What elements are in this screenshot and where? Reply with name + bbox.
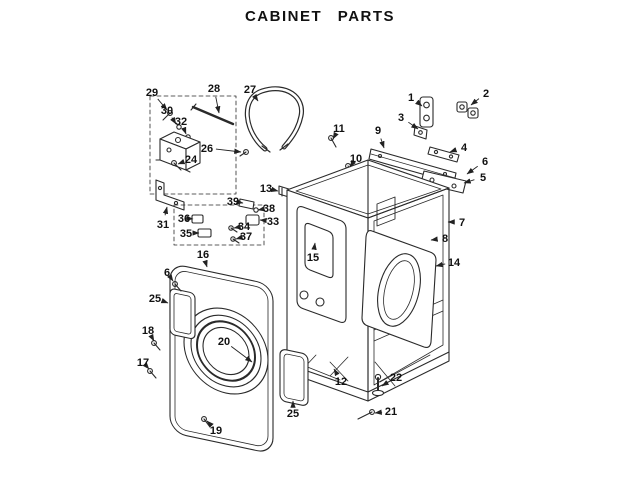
callout-leader-4 bbox=[449, 147, 458, 153]
callout-37: 37 bbox=[240, 231, 252, 243]
callout-leader-22 bbox=[381, 380, 390, 387]
foot-bracket bbox=[155, 179, 185, 211]
callout-leader-9 bbox=[379, 138, 385, 149]
callout-leader-6 bbox=[167, 273, 174, 282]
callout-15: 15 bbox=[307, 252, 319, 264]
hose-loop bbox=[239, 86, 304, 157]
callout-28: 28 bbox=[208, 83, 220, 95]
callout-9: 9 bbox=[375, 125, 381, 137]
callout-30: 30 bbox=[161, 105, 173, 117]
callout-25: 25 bbox=[149, 293, 161, 305]
callout-11: 11 bbox=[333, 123, 345, 135]
callout-leader-10 bbox=[349, 159, 356, 168]
callout-leader-30 bbox=[170, 116, 177, 125]
callout-36: 36 bbox=[178, 213, 190, 225]
callout-1: 1 bbox=[408, 92, 414, 104]
callout-leader-12 bbox=[333, 368, 340, 377]
callout-6: 6 bbox=[482, 156, 488, 168]
callout-leader-21 bbox=[374, 409, 383, 415]
callout-31: 31 bbox=[157, 219, 169, 231]
callout-leader-24 bbox=[177, 159, 186, 165]
callout-leader-2 bbox=[470, 98, 480, 106]
callout-14: 14 bbox=[448, 257, 461, 269]
callout-leader-3 bbox=[408, 121, 419, 130]
callout-16: 16 bbox=[197, 249, 209, 261]
callout-leader-1 bbox=[415, 99, 423, 107]
callout-leader-26 bbox=[215, 148, 242, 154]
callout-leader-27 bbox=[252, 93, 259, 102]
door-assembly bbox=[183, 307, 269, 395]
callout-leader-5 bbox=[463, 178, 475, 184]
callout-35: 35 bbox=[180, 228, 192, 240]
callout-2: 2 bbox=[483, 88, 489, 100]
callout-29: 29 bbox=[146, 87, 158, 99]
callout-leader-28 bbox=[215, 96, 221, 114]
callout-leader-32 bbox=[181, 126, 187, 135]
callout-13: 13 bbox=[260, 183, 272, 195]
callout-leader-18 bbox=[148, 333, 155, 342]
callout-leader-31 bbox=[162, 206, 169, 216]
callout-21: 21 bbox=[385, 406, 397, 418]
callout-7: 7 bbox=[459, 217, 465, 229]
callout-3: 3 bbox=[398, 112, 404, 124]
callout-26: 26 bbox=[201, 143, 213, 155]
page-title: CABINET PARTS bbox=[244, 8, 396, 25]
callout-27: 27 bbox=[244, 84, 256, 96]
callout-10: 10 bbox=[350, 153, 362, 165]
callout-22: 22 bbox=[390, 372, 402, 384]
callout-leader-16 bbox=[202, 259, 208, 268]
callout-34: 34 bbox=[238, 221, 251, 233]
callout-25: 25 bbox=[287, 408, 299, 420]
callout-24: 24 bbox=[185, 154, 198, 166]
callout-leader-19 bbox=[206, 420, 214, 428]
access-panel-left bbox=[169, 288, 196, 340]
leveling-leg bbox=[357, 373, 385, 420]
hinge-hardware bbox=[413, 96, 479, 194]
callout-leader-14 bbox=[435, 261, 446, 268]
callout-8: 8 bbox=[442, 233, 448, 245]
cabinet-frame bbox=[286, 159, 450, 402]
front-opening bbox=[296, 206, 347, 323]
callout-leader-6 bbox=[466, 165, 478, 175]
callout-6: 6 bbox=[164, 267, 170, 279]
callout-leader-29 bbox=[157, 98, 168, 111]
clamp-screw bbox=[243, 149, 249, 155]
front-panel bbox=[169, 265, 274, 452]
callout-leader-15 bbox=[311, 242, 317, 251]
small-hardware-group bbox=[173, 198, 265, 246]
callout-38: 38 bbox=[263, 203, 275, 215]
front-panel-group bbox=[169, 265, 309, 452]
callout-20: 20 bbox=[218, 336, 230, 348]
callout-39: 39 bbox=[227, 196, 239, 208]
callout-19: 19 bbox=[210, 425, 222, 437]
callout-leader-13 bbox=[270, 186, 279, 192]
callout-4: 4 bbox=[461, 142, 468, 154]
side-panel bbox=[361, 230, 437, 348]
callout-leader-8 bbox=[430, 236, 439, 242]
callout-17: 17 bbox=[137, 357, 149, 369]
callout-32: 32 bbox=[175, 116, 187, 128]
callout-5: 5 bbox=[480, 172, 486, 184]
callout-12: 12 bbox=[335, 376, 347, 388]
callout-33: 33 bbox=[267, 216, 279, 228]
callout-leader-11 bbox=[332, 131, 339, 140]
callout-18: 18 bbox=[142, 325, 154, 337]
callout-leader-20 bbox=[230, 346, 253, 363]
inner-panel bbox=[304, 222, 334, 279]
callout-leader-25 bbox=[160, 298, 169, 304]
